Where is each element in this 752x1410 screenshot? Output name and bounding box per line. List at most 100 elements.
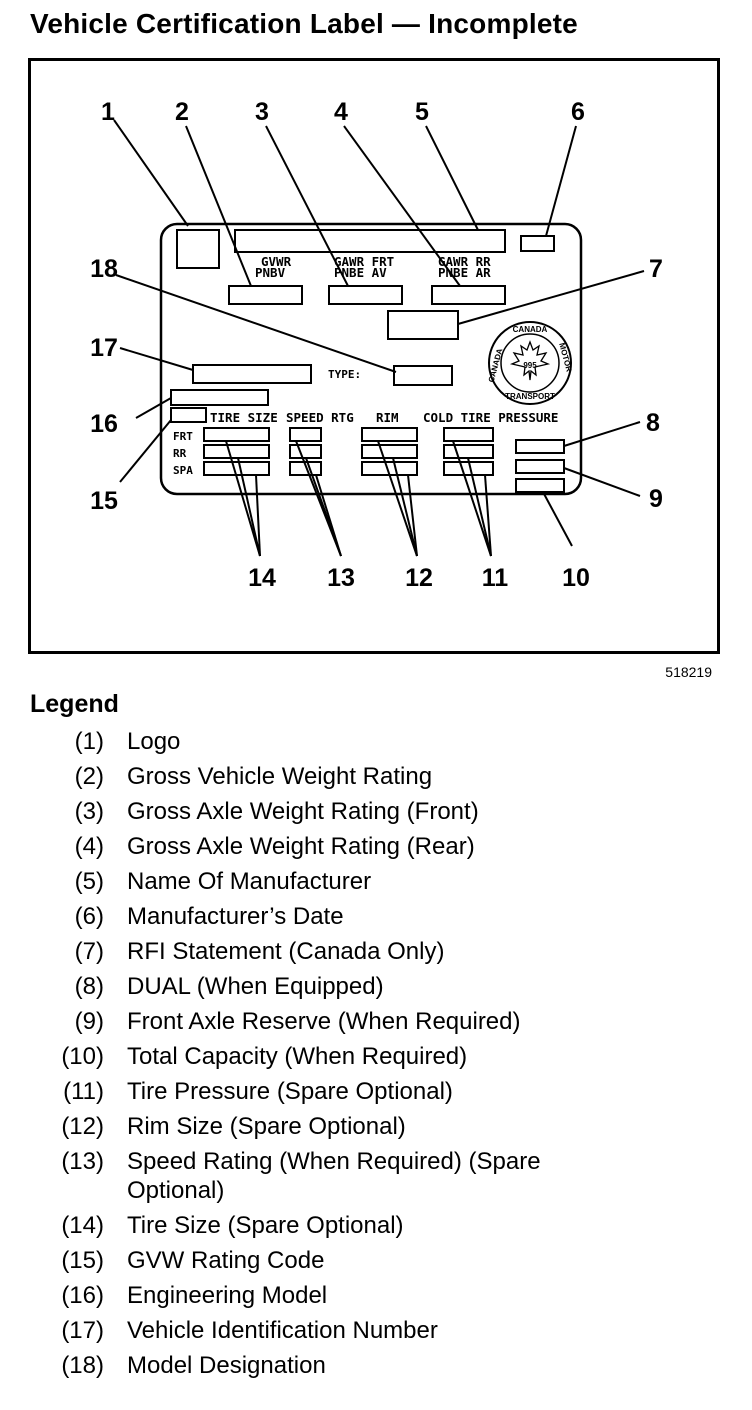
legend-text: Model Designation: [127, 1352, 326, 1379]
legend-text: Rim Size (Spare Optional): [127, 1113, 406, 1140]
diagram-svg: GVWR PNBV GAWR FRT PNBE AV GAWR RR PNBE …: [28, 58, 720, 654]
legend-text: DUAL (When Equipped): [127, 973, 384, 1000]
legend-item: (1)Logo: [0, 727, 752, 756]
tire-size-header: TIRE SIZE: [210, 410, 278, 425]
speed-rating-boxes: [289, 427, 322, 476]
pnbv-label: PNBV: [255, 265, 286, 280]
callout-16: 16: [90, 410, 118, 438]
callout-numbers: 1 2 3 4 5 6 7 8 9 10 11 12 13 14 15 16 1…: [90, 98, 663, 592]
gawr-front-box: [328, 285, 403, 305]
legend-item: (18) Model Designation: [0, 1351, 752, 1380]
leader-lines: [113, 119, 645, 557]
legend-item: (13) Speed Rating (When Required) (Spare …: [0, 1147, 752, 1205]
row-label-frt: FRT: [173, 430, 193, 443]
canada-seal: CANADA 995 CANADA MOTOR TRANSPORT: [487, 321, 574, 405]
gawr-frt-label: GAWR FRT: [334, 254, 394, 269]
callout-12: 12: [405, 564, 433, 592]
legend-text: Gross Vehicle Weight Rating: [127, 763, 433, 790]
legend-item: (6) Manufacturer’s Date: [0, 902, 752, 931]
gawr-rear-box: [431, 285, 506, 305]
legend-item: (8) DUAL (When Equipped): [0, 972, 752, 1001]
legend-item: (7)RFI Statement (Canada Only): [0, 937, 752, 966]
rim-header: RIM: [376, 410, 399, 425]
legend-number: (6): [74, 903, 104, 930]
maple-leaf-icon: [509, 340, 551, 381]
legend-text: Vehicle Identification Number: [127, 1317, 438, 1344]
legend-text: Name Of Manufacturer: [127, 868, 372, 895]
legend-number: (2): [74, 763, 104, 790]
legend-number: (11): [63, 1078, 104, 1105]
tire-size-boxes: [203, 427, 270, 476]
callout-2: 2: [175, 98, 189, 126]
legend-item: (12) Rim Size (Spare Optional): [0, 1112, 752, 1141]
legend-text: Speed Rating (When Required) (Spare Opti…: [127, 1148, 541, 1204]
gvwr-box: [228, 285, 303, 305]
legend-number: (10): [61, 1043, 104, 1070]
type-label: TYPE:: [328, 368, 361, 381]
legend-number: (4): [74, 833, 104, 860]
manufacturer-name-box: [234, 229, 506, 253]
legend-number: (7): [74, 938, 104, 965]
legend-text: Gross Axle Weight Rating (Front): [127, 798, 479, 825]
legend-number: (17): [61, 1317, 104, 1344]
legend-text: Total Capacity (When Required): [127, 1043, 468, 1070]
legend-number: (5): [74, 868, 104, 895]
legend-number: (16): [61, 1282, 104, 1309]
legend-number: (1): [74, 728, 104, 755]
legend-number: (8): [74, 973, 104, 1000]
cold-tire-pressure-header: COLD TIRE PRESSURE: [423, 410, 558, 425]
legend-item: (16) Engineering Model: [0, 1281, 752, 1310]
legend-text: Gross Axle Weight Rating (Rear): [127, 833, 475, 860]
gvwr-label: GVWR: [261, 254, 292, 269]
legend-number: (13): [61, 1148, 104, 1175]
legend-item: (5) Name Of Manufacturer: [0, 867, 752, 896]
engineering-model-box: [170, 389, 269, 406]
callout-9: 9: [649, 485, 663, 513]
legend-text: Manufacturer’s Date: [127, 903, 344, 930]
pnbe-av-label: PNBE AV: [334, 265, 387, 280]
callout-3: 3: [255, 98, 269, 126]
callout-8: 8: [646, 409, 660, 437]
callout-10: 10: [562, 564, 590, 592]
legend-number: (14): [61, 1212, 104, 1239]
page-title: Vehicle Certification Label — Incomplete: [30, 8, 578, 39]
legend-number: (9): [74, 1008, 104, 1035]
logo-box: [176, 229, 220, 269]
callout-1: 1: [101, 98, 115, 126]
rim-boxes: [361, 427, 418, 476]
legend-number: (12): [61, 1113, 104, 1140]
legend-item: (3)Gross Axle Weight Rating (Front): [0, 797, 752, 826]
legend-item: (2) Gross Vehicle Weight Rating: [0, 762, 752, 791]
legend-text: GVW Rating Code: [127, 1247, 325, 1274]
pnbe-ar-label: PNBE AR: [438, 265, 491, 280]
legend-text: Engineering Model: [127, 1282, 328, 1309]
legend-item: (9) Front Axle Reserve (When Required): [0, 1007, 752, 1036]
model-designation-box: [393, 365, 453, 386]
callout-18: 18: [90, 255, 118, 283]
callout-4: 4: [334, 98, 348, 126]
legend-item: (4) Gross Axle Weight Rating (Rear): [0, 832, 752, 861]
seal-bottom-text: TRANSPORT: [505, 392, 555, 401]
legend-item: (10) Total Capacity (When Required): [0, 1042, 752, 1071]
legend-text: Tire Pressure (Spare Optional): [127, 1078, 453, 1105]
legend-number: (18): [61, 1352, 104, 1379]
seal-code-text: 995: [523, 361, 537, 370]
callout-11: 11: [482, 564, 509, 592]
figure-frame: [28, 58, 720, 654]
vin-box: [192, 364, 312, 384]
callout-6: 6: [571, 98, 585, 126]
legend-text: Front Axle Reserve (When Required): [127, 1008, 521, 1035]
gawr-rr-label: GAWR RR: [438, 254, 491, 269]
legend-item: (11) Tire Pressure (Spare Optional): [0, 1077, 752, 1106]
legend-list: (1)Logo (2) Gross Vehicle Weight Rating (…: [0, 727, 752, 1386]
callout-7: 7: [649, 255, 663, 283]
label-outline: [159, 222, 583, 496]
row-label-spa: SPA: [173, 464, 193, 477]
speed-rtg-header: SPEED RTG: [286, 410, 354, 425]
callout-15: 15: [90, 487, 118, 515]
row-label-rr: RR: [173, 447, 187, 460]
manufacturer-date-box: [520, 235, 555, 252]
seal-canada-text: CANADA: [513, 325, 548, 334]
callout-5: 5: [415, 98, 429, 126]
rfi-statement-box: [387, 310, 459, 340]
